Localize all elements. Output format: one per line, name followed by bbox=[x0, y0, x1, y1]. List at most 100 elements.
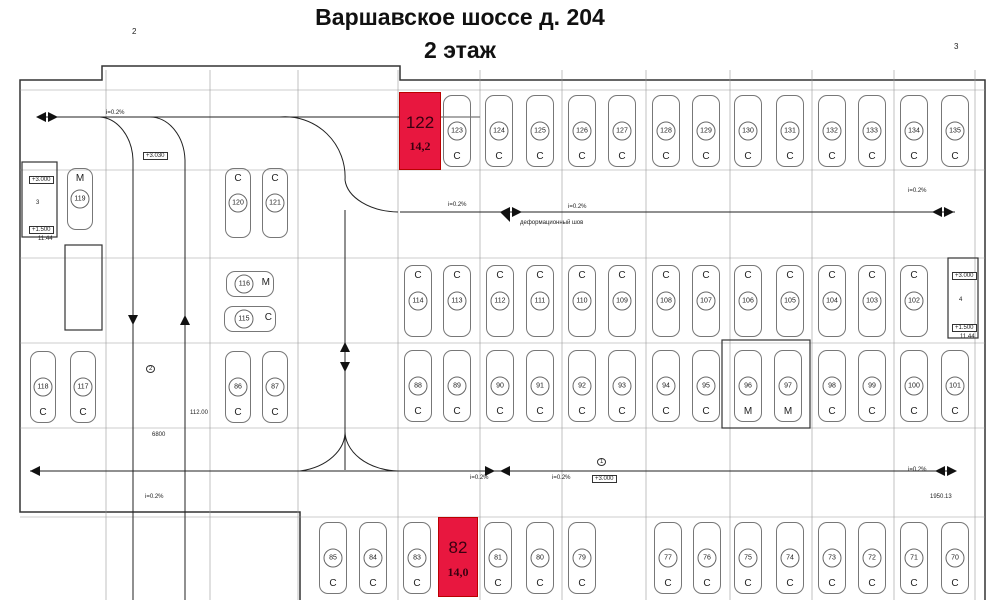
spot-type-mark: C bbox=[264, 312, 272, 323]
spot-type-mark: C bbox=[662, 151, 670, 162]
parking-spot-115[interactable]: 115 C bbox=[220, 303, 280, 335]
spot-number: 115 bbox=[234, 309, 254, 329]
car-outline-icon bbox=[692, 95, 720, 167]
car-outline-icon bbox=[526, 95, 554, 167]
stair-3 bbox=[21, 161, 58, 238]
car-outline-icon bbox=[225, 168, 251, 238]
spot-number: 95 bbox=[696, 376, 716, 396]
spot-area: 14,2 bbox=[409, 138, 431, 153]
spot-type-mark: C bbox=[868, 151, 876, 162]
spot-type-mark: M bbox=[783, 406, 793, 417]
level-floor-stair3: +3.000 bbox=[29, 176, 54, 184]
spot-type-mark: C bbox=[414, 406, 422, 417]
spot-type-mark: C bbox=[664, 578, 672, 589]
car-outline-icon bbox=[734, 350, 762, 422]
car-outline-icon bbox=[858, 350, 886, 422]
spot-number: 72 bbox=[862, 548, 882, 568]
spot-number: 132 bbox=[822, 121, 842, 141]
level-floor: +3.000 bbox=[592, 475, 617, 483]
car-outline-icon bbox=[692, 265, 720, 337]
spot-number: 84 bbox=[363, 548, 383, 568]
spot-number: 113 bbox=[447, 291, 467, 311]
car-outline-icon bbox=[443, 350, 471, 422]
spot-number: 110 bbox=[572, 291, 592, 311]
slope-label: i=0.2% bbox=[908, 467, 927, 473]
car-outline-icon bbox=[484, 522, 512, 594]
car-outline-icon bbox=[652, 265, 680, 337]
car-outline-icon bbox=[568, 522, 596, 594]
spot-type-mark: C bbox=[951, 406, 959, 417]
car-outline-icon bbox=[403, 522, 431, 594]
car-outline-icon bbox=[608, 265, 636, 337]
spot-type-mark: C bbox=[496, 406, 504, 417]
spot-type-mark: C bbox=[786, 151, 794, 162]
spot-type-mark: C bbox=[271, 173, 279, 184]
slope-label: i=0.2% bbox=[145, 494, 164, 500]
